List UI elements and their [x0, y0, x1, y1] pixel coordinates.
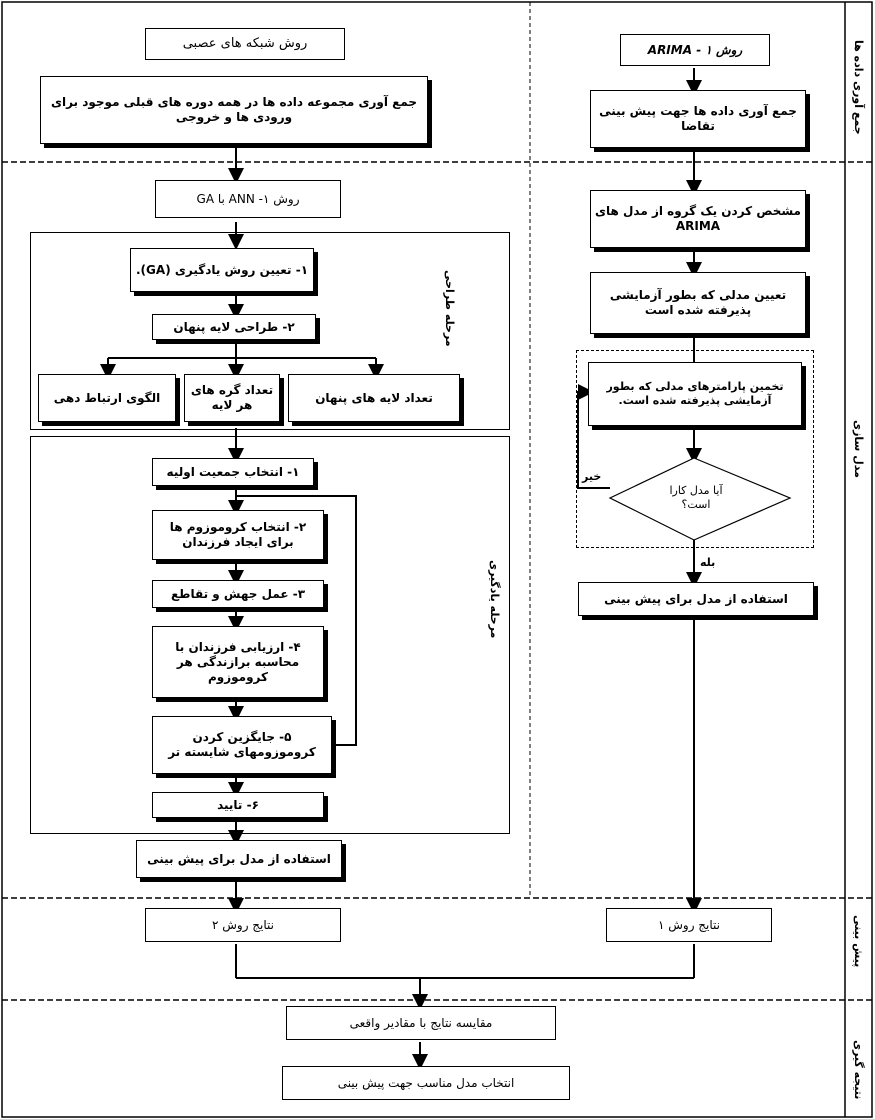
hidden-layer-design-box: ۲- طراحی لایه پنهان — [152, 314, 316, 340]
ga-step-4: ۴- ارزیابی فرزندان با محاسبه برازندگی هر… — [152, 626, 324, 698]
design-stage-label: مرحله طراحی — [443, 270, 456, 347]
left-use-model-box: استفاده از مدل برای پیش بینی — [136, 840, 342, 878]
ga-step-1: ۱- انتخاب جمعیت اولیه — [152, 458, 314, 486]
option-connection-pattern: الگوی ارتباط دهی — [38, 374, 176, 422]
option-hidden-layers: تعداد لایه های پنهان — [288, 374, 460, 422]
estimation-loop-frame — [576, 350, 814, 548]
phase-label-data-collection: جمع آوری داده ها — [852, 40, 865, 135]
learning-stage-frame — [30, 436, 510, 834]
learning-stage-label: مرحله یادگیری — [488, 560, 501, 639]
ga-step-3: ۳- عمل جهش و تقاطع — [152, 580, 324, 608]
model-adequacy-decision: آیا مدل کارا است؟ — [669, 484, 723, 511]
option-nodes-per-layer: تعداد گره های هر لایه — [184, 374, 280, 422]
left-title: روش شبکه های عصبی — [145, 28, 345, 60]
ga-step-5: ۵- جایگزین کردن کروموزومهای شایسته تر — [152, 716, 332, 774]
tentative-model-box: تعیین مدلی که بطور آزمایشی پذیرفته شده ا… — [590, 272, 806, 334]
design-stage-frame — [30, 232, 510, 430]
ga-step-2: ۲- انتخاب کروموزوم ها برای ایجاد فرزندان — [152, 510, 324, 560]
compare-results-box: مقایسه نتایج با مقادیر واقعی — [286, 1006, 556, 1040]
right-collect-box: جمع آوری داده ها جهت پیش بینی تقاضا — [590, 90, 806, 148]
left-method-box: روش ۱- ANN با GA — [155, 180, 341, 218]
learning-method-box: ۱- تعیین روش یادگیری (GA). — [130, 248, 314, 292]
decision-yes-label: بله — [700, 556, 716, 569]
method-1-result: نتایج روش ۱ — [606, 908, 772, 942]
method-2-result: نتایج روش ۲ — [145, 908, 341, 942]
phase-label-conclusion: نتیجه گیری — [852, 1040, 865, 1100]
left-collect-box: جمع آوری مجموعه داده ها در همه دوره های … — [40, 76, 428, 144]
right-use-model-box: استفاده از مدل برای پیش بینی — [578, 582, 814, 616]
estimate-parameters-box: تخمین پارامترهای مدلی که بطور آزمایشی پذ… — [588, 362, 802, 426]
identify-arima-box: مشخص کردن یک گروه از مدل های ARIMA — [590, 190, 806, 248]
select-model-box: انتخاب مدل مناسب جهت پیش بینی — [282, 1066, 570, 1100]
ga-step-6: ۶- تایید — [152, 792, 324, 818]
right-title: روش ۱ - ARIMA — [620, 34, 770, 66]
phase-label-forecast: پیش بینی — [852, 915, 865, 968]
decision-no-label: خیر — [582, 470, 602, 483]
phase-label-modeling: مدل سازی — [852, 420, 865, 478]
